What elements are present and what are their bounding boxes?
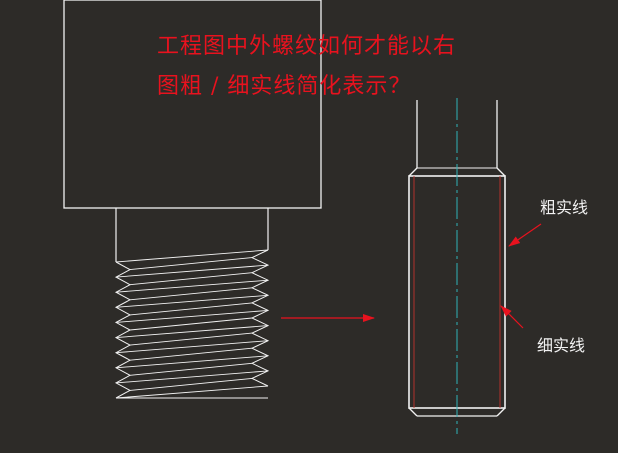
thread-left-profile bbox=[114, 261, 132, 399]
thick-line-callout-arrow bbox=[508, 223, 542, 247]
chamfer-top-right bbox=[496, 167, 506, 177]
chamfer-top-left bbox=[408, 167, 418, 177]
thread-crest-line bbox=[115, 279, 269, 293]
thread-root-line bbox=[129, 317, 253, 331]
thread-root-line bbox=[129, 332, 253, 346]
thread-crest-line bbox=[115, 294, 269, 308]
thread-root-line bbox=[129, 257, 253, 271]
thin-line-label: 细实线 bbox=[537, 336, 586, 355]
thread-right-profile bbox=[250, 249, 270, 387]
thread-crest-line bbox=[115, 370, 269, 384]
thread-crest-line bbox=[115, 340, 269, 354]
thread-root-line bbox=[129, 362, 253, 376]
chamfer-bottom-left bbox=[408, 407, 418, 417]
thread-crest-line bbox=[115, 355, 269, 369]
realistic-thread bbox=[114, 249, 270, 399]
thread-root-line bbox=[129, 302, 253, 316]
thread-crest-line bbox=[115, 385, 269, 399]
thread-crest-line bbox=[115, 325, 269, 339]
thread-crest-line bbox=[115, 264, 269, 278]
thread-crest-line bbox=[115, 309, 269, 323]
thread-root-line bbox=[129, 287, 253, 301]
bolt-body-outline bbox=[63, 0, 322, 209]
thread-root-line bbox=[129, 347, 253, 361]
thread-root-line bbox=[129, 377, 253, 391]
thin-line-callout-arrow bbox=[500, 305, 524, 329]
thread-crest-line bbox=[115, 249, 269, 263]
question-line-2: 图粗 / 细实线简化表示？ bbox=[157, 74, 412, 99]
question-line-1: 工程图中外螺纹如何才能以右 bbox=[157, 34, 457, 59]
thick-line-label: 粗实线 bbox=[540, 198, 589, 217]
chamfer-bottom-right bbox=[496, 407, 506, 417]
thread-root-line bbox=[129, 272, 253, 286]
